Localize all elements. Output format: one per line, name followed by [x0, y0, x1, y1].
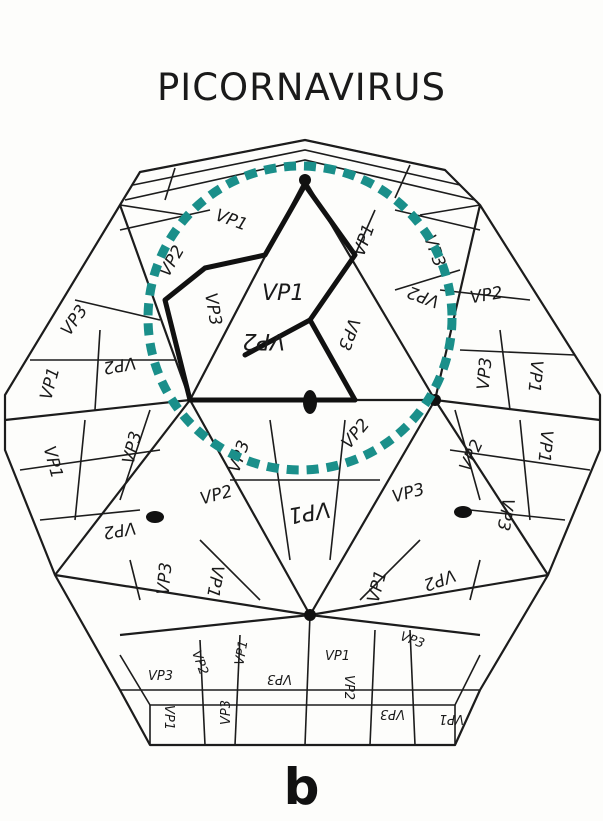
vp2-label: VP2 [405, 281, 443, 311]
vp3-label: VP3 [219, 700, 234, 725]
vp2-label: VP2 [243, 328, 285, 353]
vp3-label: VP3 [57, 301, 92, 339]
twofold-axis-marker [454, 506, 472, 518]
capsid-outline [5, 140, 600, 745]
vp2-label: VP2 [188, 649, 211, 678]
vp1-label: VP1 [232, 639, 251, 666]
vp1-label: VP1 [523, 359, 546, 393]
vp3-label: VP3 [148, 669, 173, 684]
fivefold-axis-marker [304, 609, 316, 621]
vp1-label: VP1 [439, 711, 464, 726]
protomer-outline [165, 185, 355, 400]
highlight-circle [148, 166, 452, 470]
panel-letter: b [0, 758, 603, 816]
vp1-label: VP1 [212, 205, 250, 235]
vp3-label: VP3 [334, 315, 364, 353]
vp1-label: VP1 [325, 649, 350, 664]
twofold-axis-marker [146, 511, 164, 523]
vp2-label: VP2 [338, 415, 374, 453]
twofold-axis-marker [303, 390, 317, 414]
vp2-label: VP2 [198, 482, 235, 510]
vp1-label: VP1 [39, 444, 67, 481]
vp3-label: VP3 [390, 480, 427, 508]
vp3-label: VP3 [154, 561, 177, 595]
vp1-label: VP1 [36, 365, 64, 402]
vp3-label: VP3 [398, 629, 427, 652]
vp2-label: VP2 [469, 283, 505, 308]
vp3-label: VP3 [200, 291, 225, 327]
vp2-label: VP2 [102, 352, 138, 377]
vp1-label: VP1 [286, 496, 332, 528]
vp2-label: VP2 [456, 437, 488, 475]
vp1-label: VP1 [161, 705, 176, 730]
vp1-label: VP1 [202, 563, 227, 599]
vp3-label: VP3 [492, 497, 517, 533]
fivefold-axis-marker [299, 174, 311, 186]
vp2-label: VP2 [102, 517, 138, 542]
vp3-label: VP3 [474, 356, 497, 390]
vp1-label: VP1 [349, 221, 379, 259]
vp1-label: VP1 [262, 281, 304, 306]
vp1-label: VP1 [364, 568, 392, 605]
vp3-label: VP3 [380, 706, 405, 721]
vp3-label: VP3 [267, 671, 292, 686]
vp1-label: VP1 [533, 429, 556, 463]
vp2-label: VP2 [341, 675, 356, 700]
